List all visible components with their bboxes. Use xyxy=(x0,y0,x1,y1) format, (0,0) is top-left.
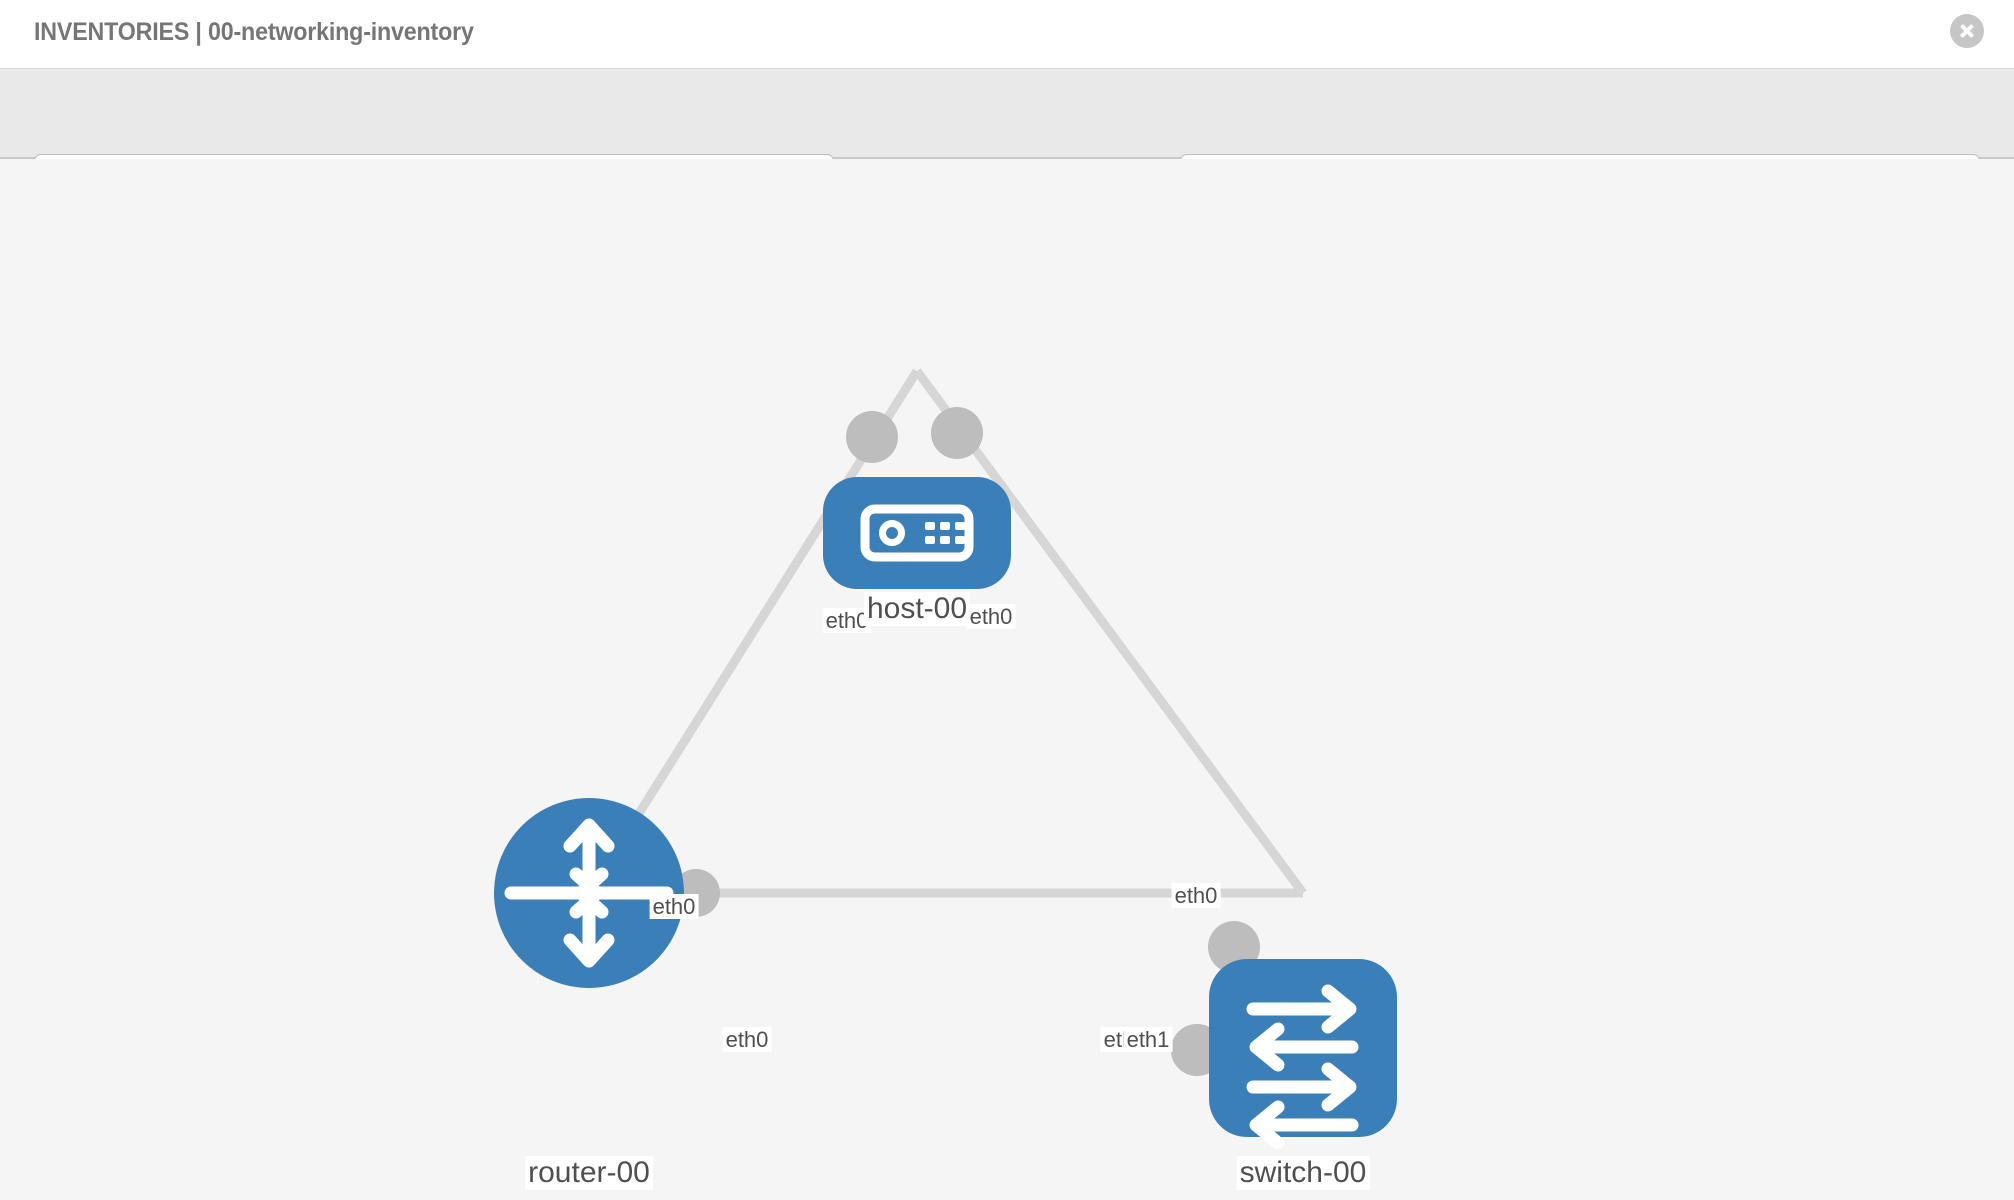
router-icon xyxy=(504,818,674,968)
topology-canvas[interactable]: eth0 host-00 eth0 eth0 eth0 eth0 eth0 et… xyxy=(0,159,2014,1200)
node-label-router-00: router-00 xyxy=(525,1156,653,1190)
page-header: INVENTORIES | 00-networking-inventory xyxy=(0,0,2014,69)
link-host00-switch00 xyxy=(913,368,1307,896)
server-icon xyxy=(860,504,974,562)
interface-label: eth0 xyxy=(649,894,699,920)
connector-host00-right xyxy=(931,407,983,459)
connector-host00-left xyxy=(846,411,898,463)
interface-label: eth0 xyxy=(722,1027,772,1053)
interface-label: eth0 xyxy=(1171,883,1221,909)
node-switch-00 xyxy=(1209,959,1397,1150)
topology-graph xyxy=(494,368,1397,1150)
node-label-host-00: host-00 xyxy=(863,592,971,626)
interface-label: eth0 xyxy=(966,604,1016,630)
interface-label: eth0 xyxy=(822,608,872,634)
node-label-switch-00: switch-00 xyxy=(1236,1156,1370,1190)
node-router-00 xyxy=(494,798,684,988)
close-icon[interactable] xyxy=(1950,14,1984,48)
interface-label: eth1 xyxy=(1123,1027,1173,1053)
page-title: INVENTORIES | 00-networking-inventory xyxy=(34,18,474,46)
toolbar: ACTIONS SEARCH xyxy=(0,69,2014,210)
switch-icon xyxy=(1246,984,1359,1150)
node-host-00 xyxy=(823,477,1011,589)
